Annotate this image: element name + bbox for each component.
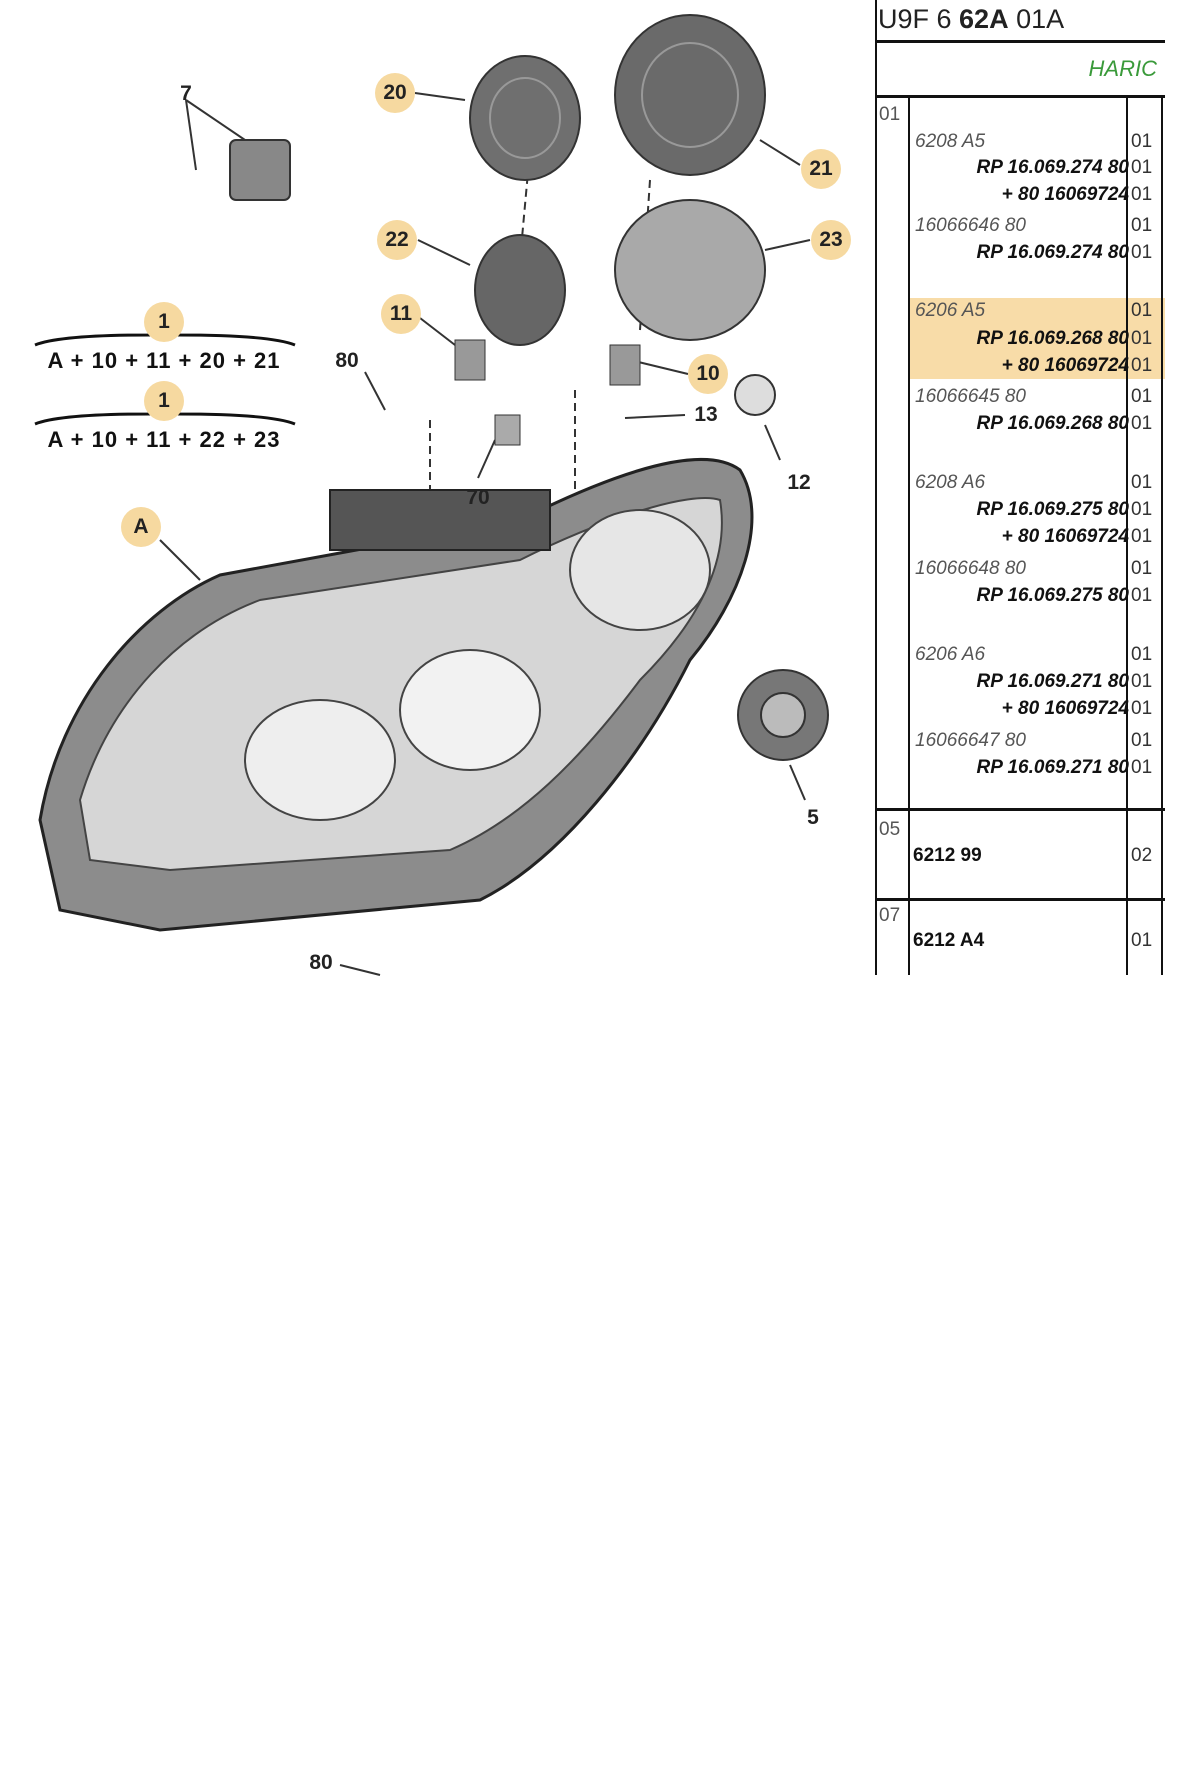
part-ref: RP 16.069.275 80 [976, 499, 1129, 520]
kit-formula-2: A + 10 + 11 + 22 + 23 [47, 427, 281, 452]
divider [908, 96, 910, 975]
part-ref: RP 16.069.268 80 [976, 328, 1129, 349]
callout-12: 12 [787, 471, 811, 494]
qty: 01 [1131, 215, 1153, 236]
qty: 01 [1131, 328, 1153, 349]
part-ref: RP 16.069.274 80 [976, 242, 1129, 263]
divider [875, 898, 1165, 901]
callout-13: 13 [694, 403, 718, 426]
qty: 01 [1131, 472, 1153, 493]
qty: 02 [1131, 845, 1153, 866]
qty: 01 [1131, 386, 1153, 407]
qty: 01 [1131, 526, 1153, 547]
part-code: 16066647 80 [915, 730, 1026, 751]
part-code: 6208 A6 [915, 472, 986, 493]
part-ref: + 80 16069724 [1001, 355, 1129, 376]
group-id: 07 [879, 905, 901, 926]
callout-7: 7 [180, 82, 192, 105]
callout-10: 10 [688, 354, 728, 394]
callout-80: 80 [335, 349, 359, 372]
reference-title: U9F 6 62A 01A [878, 4, 1065, 34]
qty: 01 [1131, 644, 1153, 665]
qty: 01 [1131, 698, 1153, 719]
callout-21: 21 [801, 149, 841, 189]
part-code: 6206 A5 [915, 300, 986, 321]
divider [1161, 96, 1163, 975]
part-code: 16066646 80 [915, 215, 1026, 236]
part-code: 16066645 80 [915, 386, 1026, 407]
qty: 01 [1131, 558, 1153, 579]
qty: 01 [1131, 157, 1153, 178]
part-ref: + 80 16069724 [1001, 184, 1129, 205]
qty: 01 [1131, 413, 1153, 434]
part-ref: RP 16.069.275 80 [976, 585, 1129, 606]
callout-20: 20 [375, 73, 415, 113]
part-ref: + 80 16069724 [1001, 698, 1129, 719]
qty: 01 [1131, 355, 1153, 376]
part-code: 6208 A5 [915, 131, 986, 152]
callout-23: 23 [811, 220, 851, 260]
qty: 01 [1131, 730, 1153, 751]
callout-80-bottom: 80 [309, 951, 333, 974]
callout-1-kit-b: 1 [144, 381, 184, 421]
qty: 01 [1131, 300, 1153, 321]
part-code: 6212 A4 [913, 930, 985, 951]
qty: 01 [1131, 499, 1153, 520]
qty: 01 [1131, 242, 1153, 263]
headlamp-illustration [34, 14, 829, 976]
part-ref: + 80 16069724 [1001, 526, 1129, 547]
part-ref: RP 16.069.268 80 [976, 413, 1129, 434]
callout-11: 11 [381, 294, 421, 334]
part-code: 6212 99 [913, 845, 982, 866]
group-id: 05 [879, 819, 901, 840]
group-id: 01 [879, 104, 901, 125]
qty: 01 [1131, 930, 1153, 951]
divider [875, 0, 877, 975]
callout-70: 70 [466, 486, 490, 509]
qty: 01 [1131, 131, 1153, 152]
part-ref: RP 16.069.271 80 [976, 757, 1129, 778]
part-ref: RP 16.069.274 80 [976, 157, 1129, 178]
callout-5: 5 [807, 806, 819, 829]
kit-formula-1: A + 10 + 11 + 20 + 21 [47, 348, 281, 373]
highlighted-row-group [909, 298, 1165, 379]
divider [875, 808, 1165, 811]
parts-table: U9F 6 62A 01A HARIC 01 6208 A5 01 RP 16.0… [875, 0, 1165, 975]
exploded-headlamp-diagram: 7 20 21 22 23 11 1 A + 10 + 11 + 20 + 21… [0, 0, 870, 980]
part-code: 6206 A6 [915, 644, 986, 665]
divider [875, 95, 1165, 98]
callout-22: 22 [377, 220, 417, 260]
subtitle: HARIC [1088, 56, 1157, 81]
divider [875, 40, 1165, 43]
divider [1126, 96, 1128, 975]
callout-A: A [121, 507, 161, 547]
callout-1-kit-a: 1 [144, 302, 184, 342]
qty: 01 [1131, 184, 1153, 205]
qty: 01 [1131, 585, 1153, 606]
qty: 01 [1131, 757, 1153, 778]
part-code: 16066648 80 [915, 558, 1026, 579]
qty: 01 [1131, 671, 1153, 692]
part-ref: RP 16.069.271 80 [976, 671, 1129, 692]
